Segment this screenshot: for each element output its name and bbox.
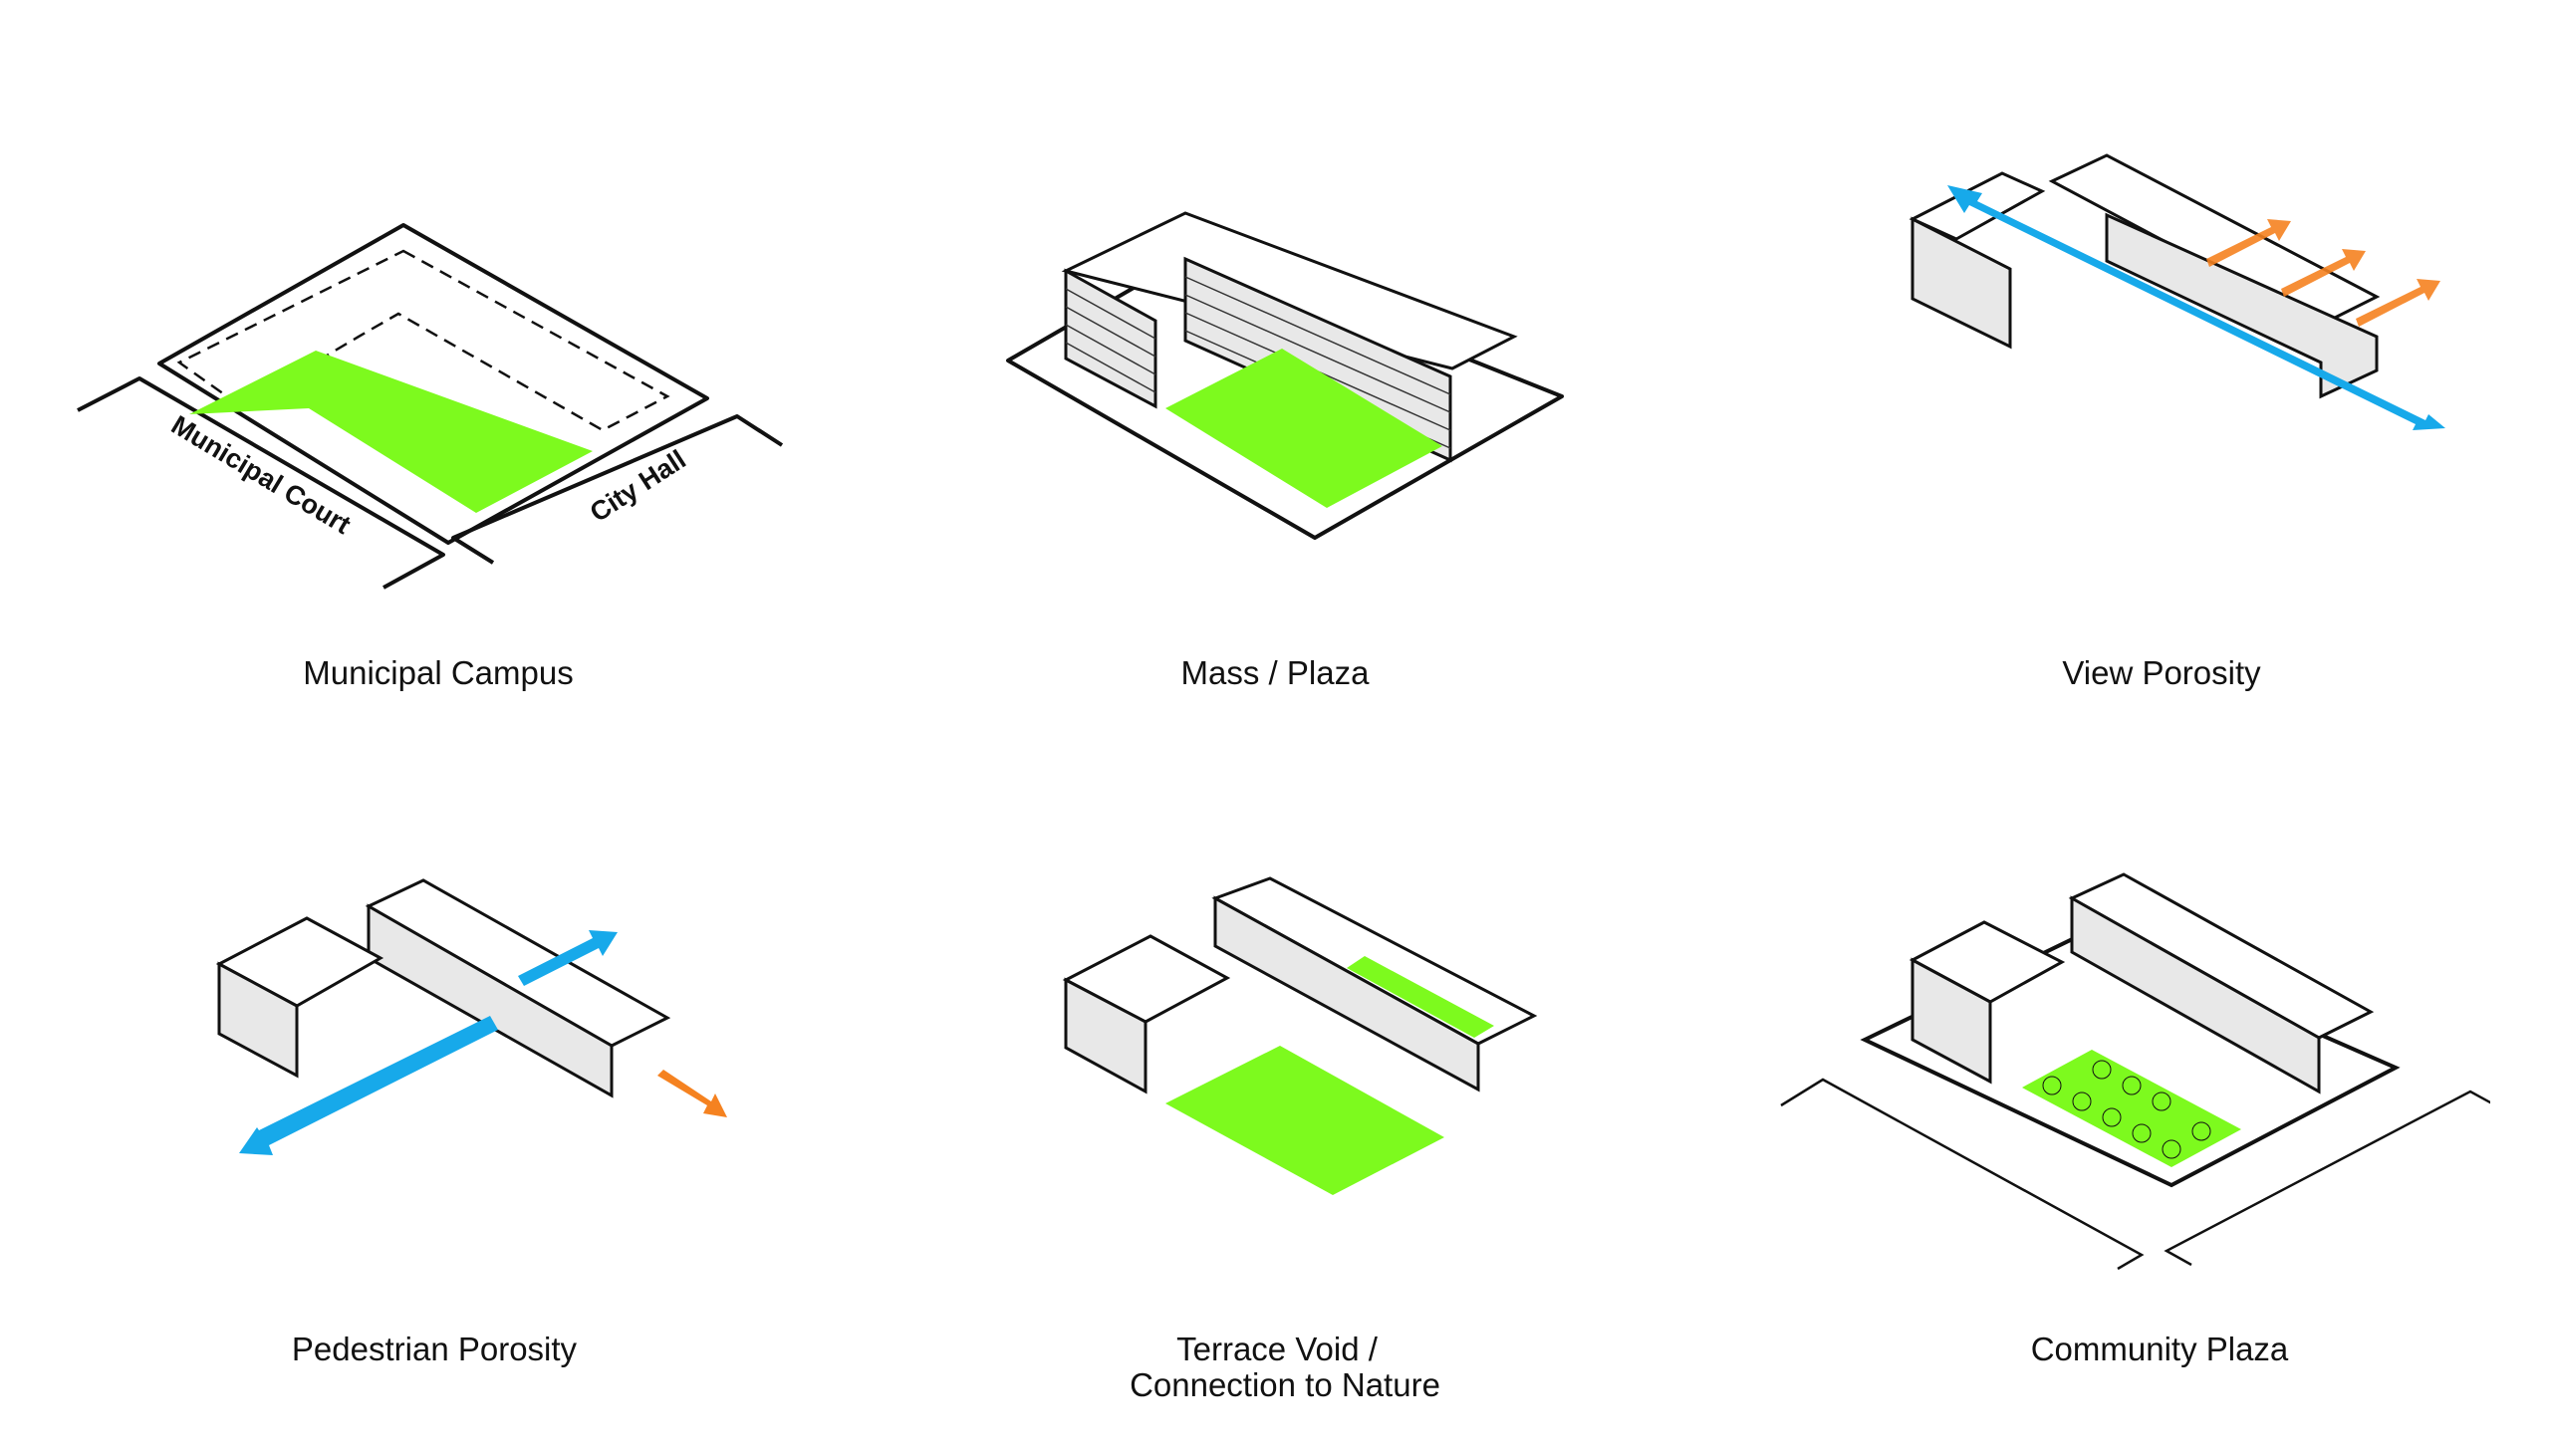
bar-building-face	[1213, 895, 1480, 1092]
terrace-green-strip	[1347, 956, 1494, 1038]
municipal-campus-diagram: Municipal Court City Hall	[77, 223, 784, 590]
caption-mass-plaza: Mass / Plaza	[1180, 654, 1370, 691]
caption-terrace-void-line2: Connection to Nature	[1130, 1366, 1440, 1403]
view-arrow	[1947, 185, 2445, 430]
pedestrian-arrow-southeast	[657, 1070, 727, 1117]
community-plaza-diagram	[1780, 872, 2490, 1271]
caption-municipal-campus: Municipal Campus	[303, 654, 574, 691]
east-street-edge	[2164, 1090, 2490, 1267]
terrace-void-diagram	[1062, 876, 1538, 1195]
bar-building-face	[367, 903, 614, 1098]
municipal-court-street-edge	[77, 376, 445, 590]
city-hall-street-edge	[451, 414, 784, 565]
block-building-front	[1911, 957, 1992, 1085]
caption-view-porosity: View Porosity	[2062, 654, 2261, 691]
pedestrian-porosity-diagram	[215, 878, 727, 1155]
pedestrian-arrow-northeast	[518, 930, 618, 986]
block-building-front	[217, 961, 299, 1079]
site-boundary	[157, 223, 709, 545]
block-building-front	[1064, 977, 1148, 1094]
building-west-face	[1064, 268, 1157, 409]
bar-building-face	[2070, 895, 2321, 1094]
mass-plaza-diagram	[1006, 211, 1564, 540]
caption-pedestrian-porosity: Pedestrian Porosity	[291, 1331, 578, 1367]
municipal-court-label: Municipal Court	[166, 409, 356, 540]
view-outlook-arrows	[2206, 219, 2440, 327]
caption-terrace-void-line1: Terrace Void /	[1176, 1331, 1378, 1367]
green-void-plaza	[1165, 1046, 1444, 1195]
west-street-edge	[1780, 1078, 2145, 1271]
block-building-front	[1911, 216, 2012, 350]
view-porosity-diagram	[1909, 153, 2445, 430]
green-plaza	[1165, 349, 1442, 508]
community-green	[2022, 1050, 2241, 1167]
pedestrian-arrow-west	[239, 1016, 498, 1155]
bar-building-east-face	[2105, 212, 2379, 399]
buildable-area-outline	[176, 249, 670, 432]
plaza-trees	[2042, 1060, 2211, 1159]
green-plaza	[189, 351, 593, 513]
caption-community-plaza: Community Plaza	[2030, 1331, 2289, 1367]
